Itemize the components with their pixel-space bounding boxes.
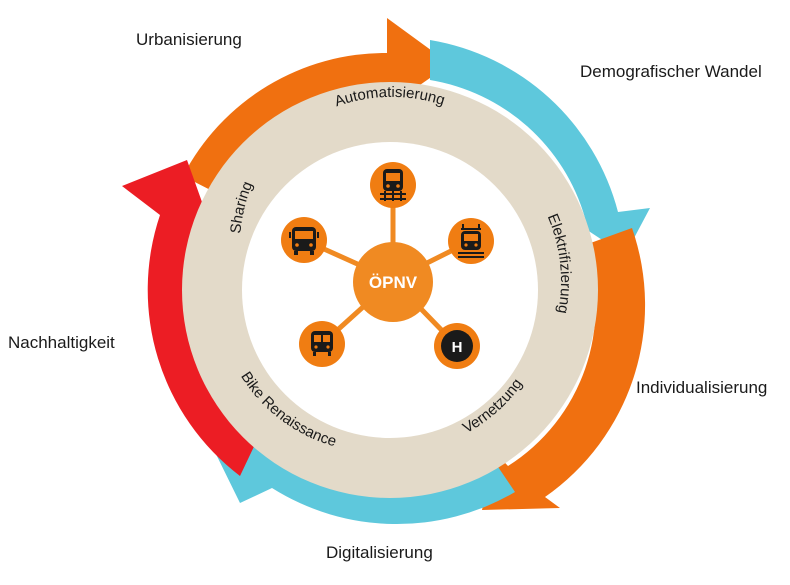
bus-icon [289,227,319,255]
hub-circle [353,242,433,322]
bus-node [281,217,327,263]
train-node [370,162,416,208]
metro-node [299,321,345,367]
train-icon [380,169,406,201]
bus-stop-letter: H [452,339,463,356]
bus-stop-node: H [434,323,480,369]
tram-icon [458,224,484,258]
tram-node [448,218,494,264]
demografischer-wandel-arrow [430,40,650,255]
urbanisierung-label: Urbanisierung [136,30,242,49]
nachhaltigkeit-arrow [122,160,258,476]
digitalisierung-label: Digitalisierung [326,543,433,562]
hub-label: ÖPNV [369,273,418,292]
individualisierung-label: Individualisierung [636,378,768,397]
metro-icon [311,331,333,356]
nachhaltigkeit-label: Nachhaltigkeit [8,333,115,352]
bus-stop-icon [441,330,473,362]
demografischer-wandel-label: Demografischer Wandel [580,62,762,81]
individualisierung-arrow [482,228,646,510]
